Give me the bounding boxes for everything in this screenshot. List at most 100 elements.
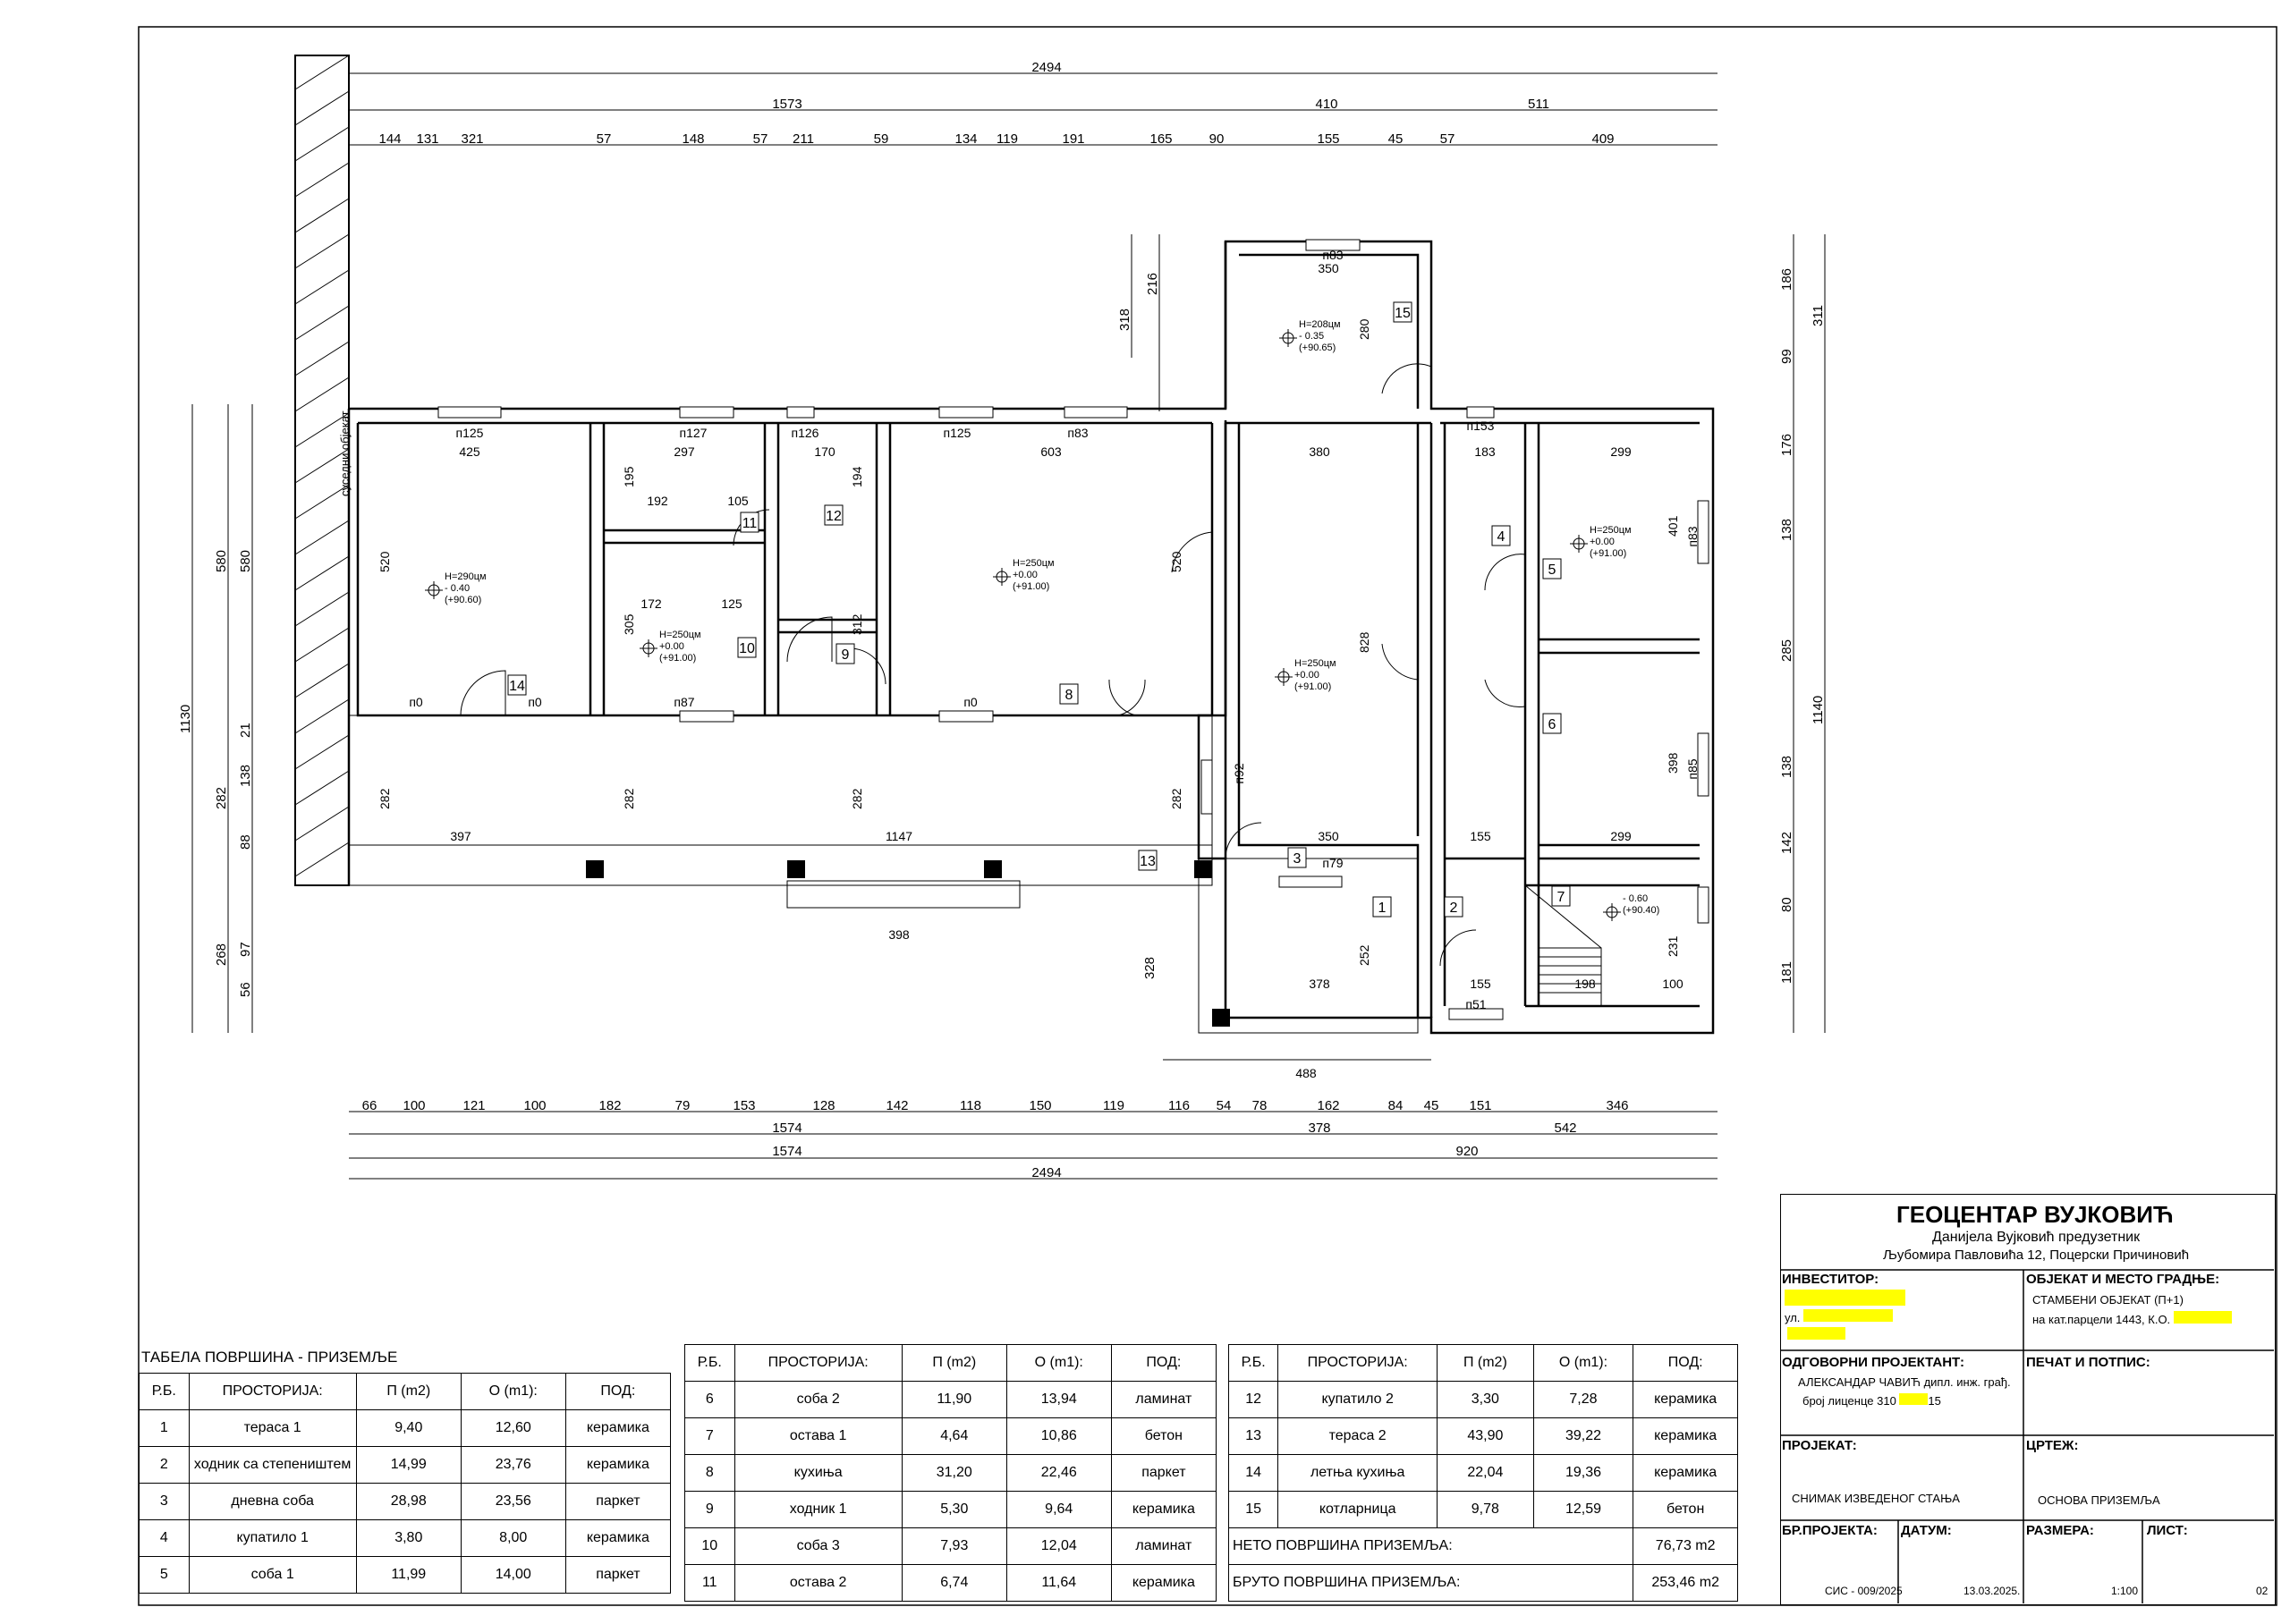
table-cell: 12,59 [1532,1491,1634,1528]
table-cell: 11,64 [1005,1564,1112,1602]
dim-194: 194 [850,466,864,487]
dim-left-282: 282 [214,787,229,809]
p87: п87 [674,695,694,709]
dim-828: 828 [1357,631,1371,653]
table-cell: тераса 2 [1277,1417,1438,1455]
table-cell: 22,46 [1005,1454,1112,1492]
table-cell: 8 [684,1454,735,1492]
room-number: 7 [1557,890,1565,905]
dim-312: 312 [850,613,864,635]
columns [586,860,1230,1027]
room-number: 8 [1065,688,1073,703]
p127: п127 [680,426,708,440]
dim-left-580a: 580 [214,550,229,572]
dim-right-181: 181 [1779,961,1794,984]
table-cell: летња кухиња [1277,1454,1438,1492]
dim-top-detail: 211 [793,131,814,147]
dim-bot-detail: 121 [462,1098,485,1113]
level-text: H=250цм [1013,558,1055,569]
firm-subtitle: Данијела Вујковић предузетник [1932,1230,2141,1245]
total-value: 253,46 m2 [1633,1564,1738,1602]
table-cell: керамика [1633,1454,1738,1492]
table-cell: 7,28 [1532,1381,1634,1418]
dim-252: 252 [1357,944,1371,966]
table-cell: дневна соба [188,1483,357,1520]
table-cell: 22,04 [1437,1454,1534,1492]
designer-license: број лиценце 310 [1802,1394,1896,1408]
room-tag-14: 14 [507,674,527,696]
table-cell: 10,86 [1005,1417,1112,1455]
dim-top-detail: 119 [997,131,1018,147]
table-cell: 23,56 [460,1483,566,1520]
area-table-title: ТАБЕЛА ПОВРШИНА - ПРИЗЕМЉЕ [141,1349,398,1366]
room-number: 9 [842,647,850,663]
level-text: (+91.00) [1013,581,1049,592]
table-cell: 9,40 [355,1409,462,1447]
dim-bot-detail: 162 [1317,1098,1339,1113]
table-cell: паркет [1110,1454,1217,1492]
dim-left-268: 268 [214,943,229,966]
dim-282c: 282 [850,788,864,809]
table-header: П (m2) [1437,1344,1534,1382]
table-header: Р.Б. [1227,1344,1279,1382]
table-cell: 5,30 [901,1491,1007,1528]
dim-bot-detail: 142 [886,1098,908,1113]
p85: п85 [1685,758,1700,779]
object-line-1: СТАМБЕНИ ОБЈЕКАТ (П+1) [2032,1293,2184,1307]
table-header: П (m2) [355,1373,462,1410]
dim-100: 100 [1662,977,1684,991]
dim-top-detail: 131 [416,131,438,147]
total-row: БРУТО ПОВРШИНА ПРИЗЕМЉА:253,46 m2 [1227,1564,1738,1602]
room-number: 11 [742,516,758,531]
table-header: ПОД: [564,1373,672,1410]
level-text: +0.00 [1590,537,1615,547]
table-cell: керамика [564,1446,672,1484]
bottom-dims: 1574 378 542 1574 920 2494 [772,1121,1576,1180]
table-header: ПРОСТОРИЈА: [734,1344,903,1382]
dim-right-1140: 1140 [1811,696,1826,724]
dim-172: 172 [640,596,662,611]
dim-left-21: 21 [238,723,253,738]
room-number: 5 [1548,562,1556,578]
dim-bot-detail: 182 [598,1098,621,1113]
table-cell: 9,64 [1005,1491,1112,1528]
dim-bot-detail: 153 [733,1098,755,1113]
table-header: Р.Б. [684,1344,735,1382]
dim-603: 603 [1040,444,1062,459]
dim-top-511: 511 [1528,97,1549,112]
table-cell: 19,36 [1532,1454,1634,1492]
dim-231: 231 [1666,935,1680,957]
dim-bot-detail: 100 [523,1098,546,1113]
dim-top-detail: 148 [682,131,704,147]
level-text: H=290цм [445,571,487,582]
room-tag-6: 6 [1542,713,1562,734]
level-mark-l5: H=250цм+0.00(+91.00) [1570,525,1632,559]
dim-350a: 350 [1318,261,1339,275]
investor-label: ИНВЕСТИТОР: [1782,1272,1879,1287]
dim-bot-detail: 45 [1424,1098,1439,1113]
table-cell: керамика [1110,1564,1217,1602]
table-cell: ламинат [1110,1527,1217,1565]
table-cell: 1 [139,1409,190,1447]
p92: п92 [1232,763,1246,783]
table-cell: керамика [564,1519,672,1557]
dim-328: 328 [1142,957,1158,979]
table-cell: 11 [684,1564,735,1602]
table-cell: 11,90 [901,1381,1007,1418]
dim-top-detail: 155 [1317,131,1339,147]
room-number: 10 [739,641,755,656]
table-cell: 3 [139,1483,190,1520]
room-tag-1: 1 [1372,896,1392,918]
room-tag-8: 8 [1059,683,1079,705]
table-header: О (m1): [460,1373,566,1410]
dim-488: 488 [1295,1066,1317,1080]
designer-line-1: АЛЕКСАНДАР ЧАВИЋ дипл. инж. грађ. [1798,1375,2011,1389]
dim-left-88: 88 [238,834,253,850]
table-cell: 3,30 [1437,1381,1534,1418]
p0c: п0 [963,695,978,709]
table-cell: 13 [1227,1417,1279,1455]
table-header: О (m1): [1532,1344,1634,1382]
